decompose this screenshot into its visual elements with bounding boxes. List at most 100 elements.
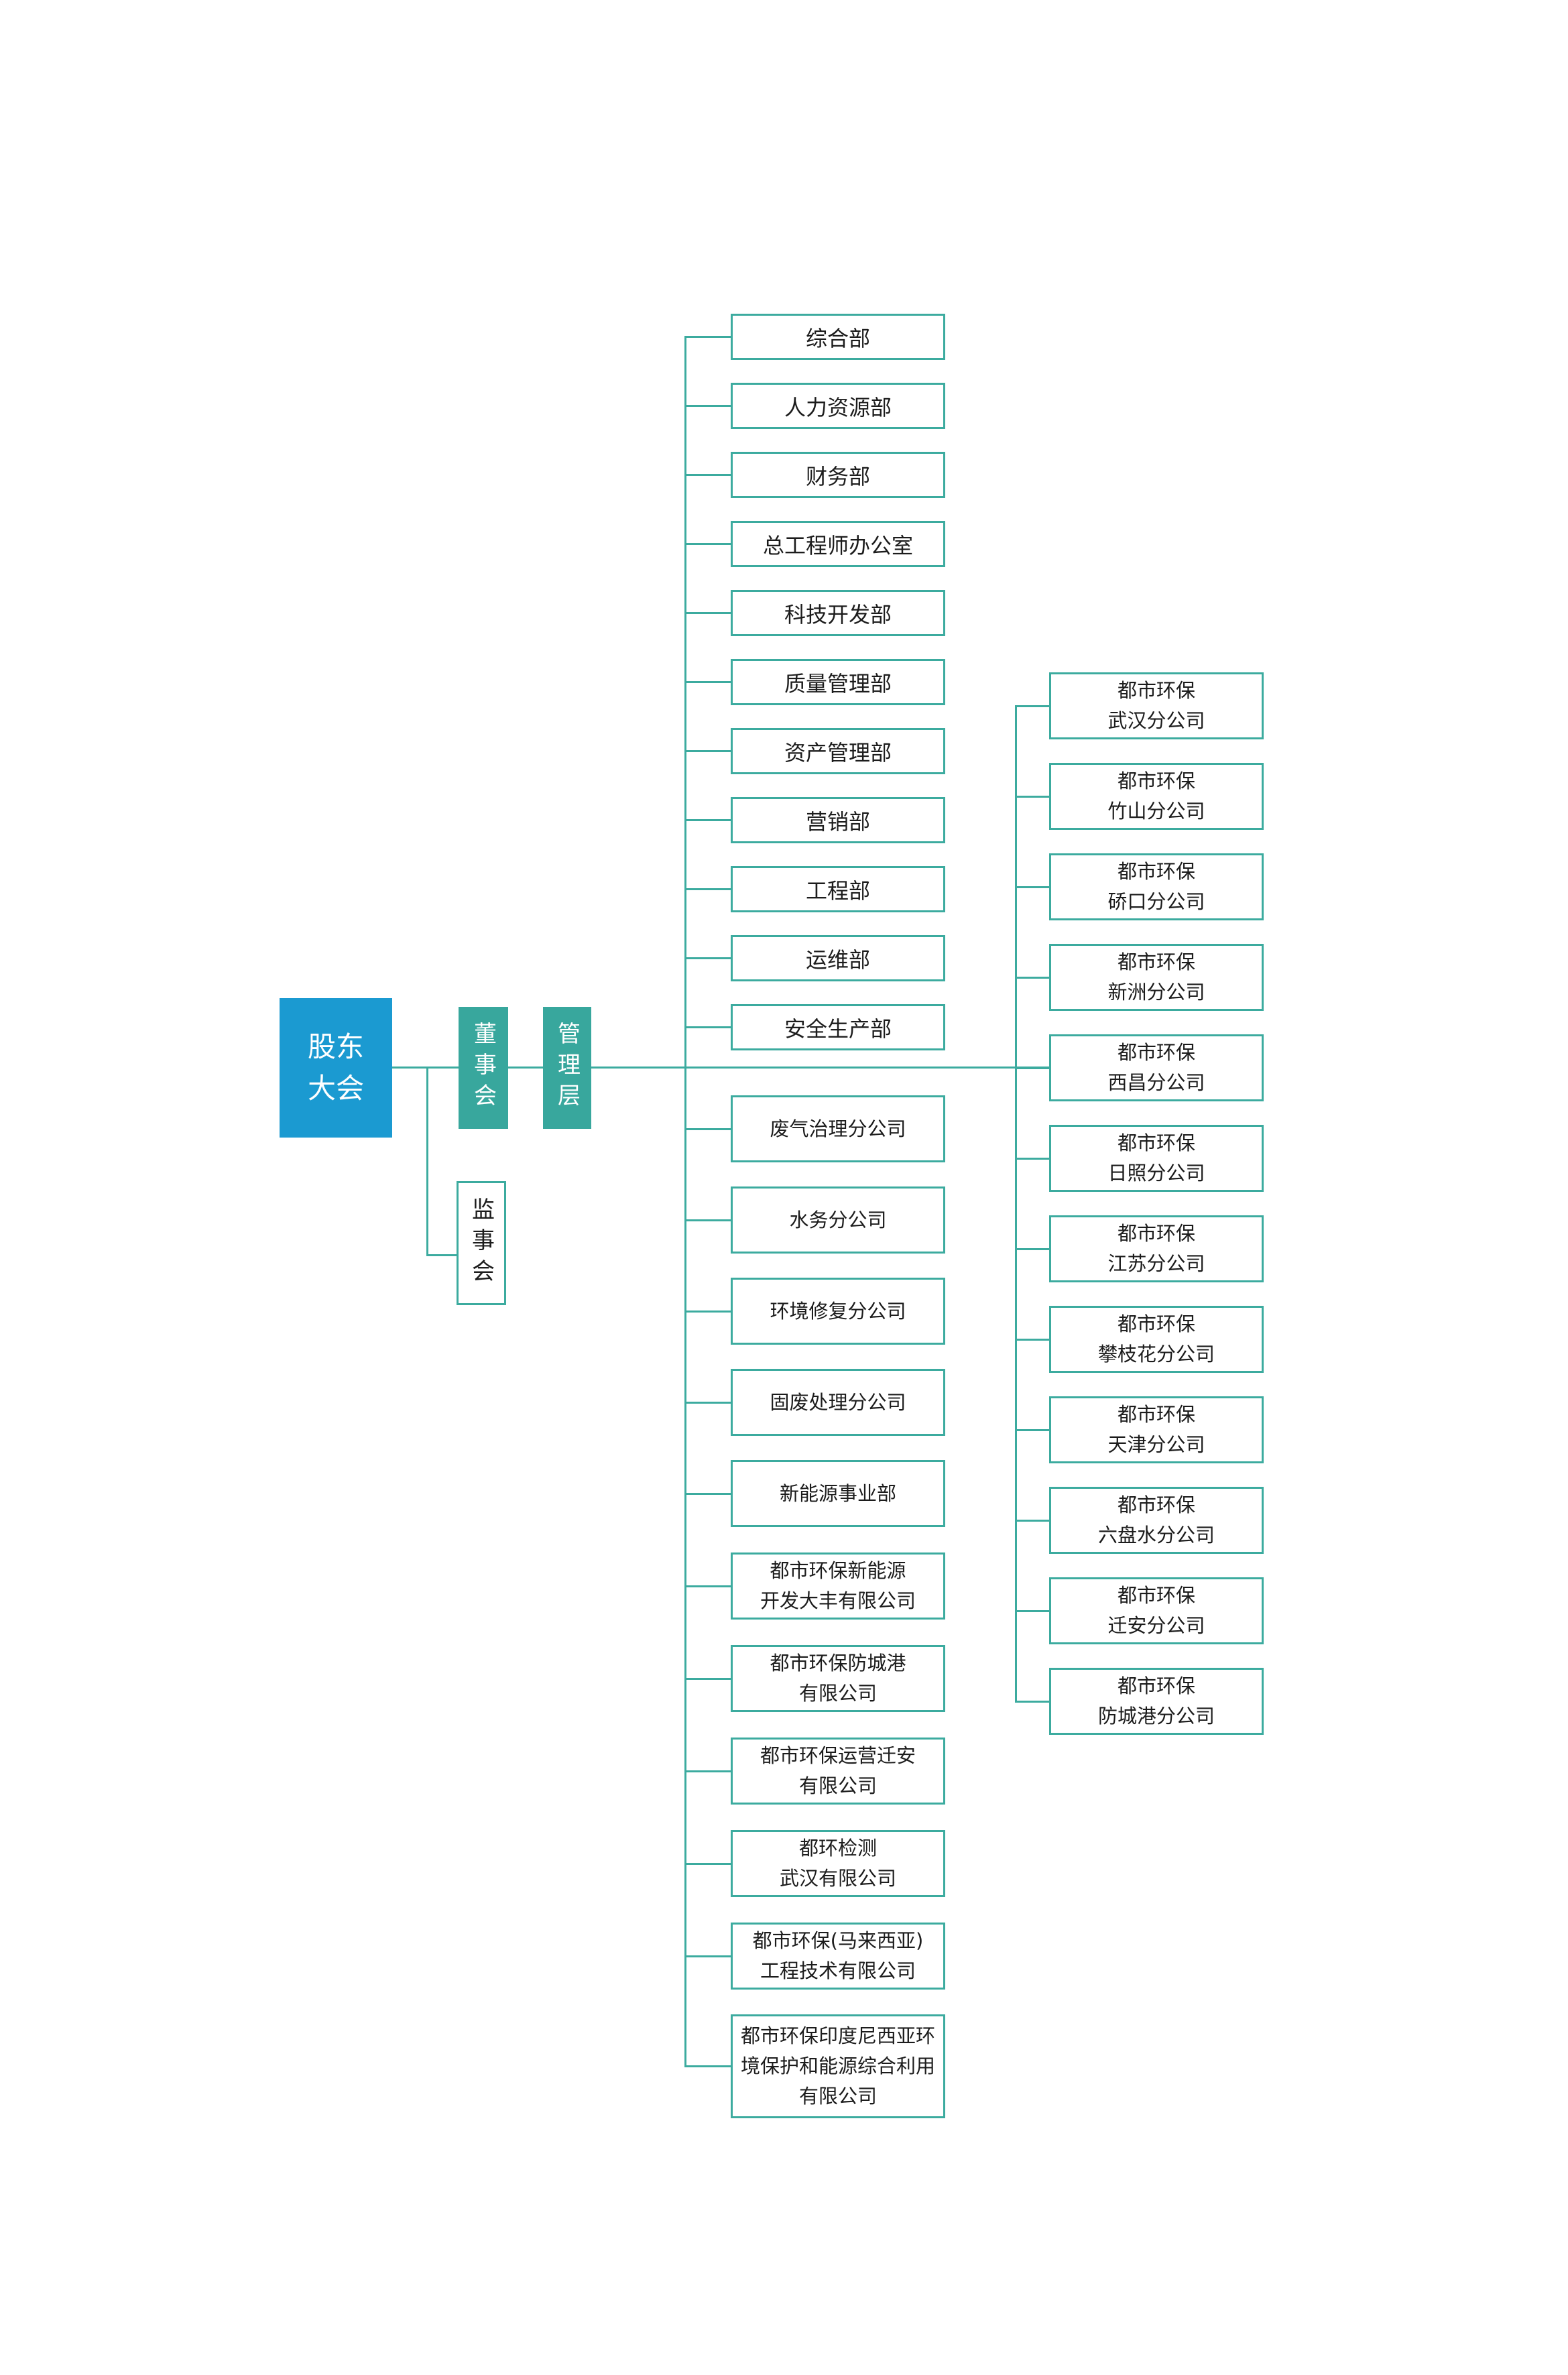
connector-stub [684, 336, 731, 338]
branch-label: 都市环保 武汉分公司 [1107, 679, 1205, 732]
connector-stub [684, 612, 731, 614]
subsidiary-box: 新能源事业部 [731, 1460, 945, 1527]
connector-stub [1015, 1248, 1049, 1250]
branch-label: 都市环保 六盘水分公司 [1097, 1494, 1215, 1546]
connector-stub [684, 888, 731, 890]
department-box: 运维部 [731, 935, 945, 981]
connector-middle-spine [684, 336, 686, 2067]
branch-label: 都市环保 天津分公司 [1107, 1403, 1205, 1456]
connector-branch-spine [1015, 705, 1017, 1703]
connector-stub [1015, 1429, 1049, 1431]
connector-stub [1015, 1067, 1049, 1069]
subsidiary-label: 都市环保(马来西亚) 工程技术有限公司 [752, 1929, 924, 1982]
connector-stub [1015, 1339, 1049, 1341]
department-box: 质量管理部 [731, 659, 945, 705]
branch-box: 都市环保 西昌分公司 [1049, 1034, 1264, 1101]
branch-label: 都市环保 防城港分公司 [1097, 1674, 1215, 1727]
subsidiary-box: 水务分公司 [731, 1186, 945, 1254]
connector-stub [1015, 1158, 1049, 1160]
subsidiary-label: 都市环保运营迁安 有限公司 [760, 1744, 916, 1797]
connector-stub [684, 1402, 731, 1404]
branch-box: 都市环保 新洲分公司 [1049, 944, 1264, 1011]
connector-stub [684, 1955, 731, 1957]
subsidiary-label: 都市环保防城港 有限公司 [770, 1652, 906, 1705]
branch-box: 都市环保 硚口分公司 [1049, 853, 1264, 920]
department-box: 安全生产部 [731, 1004, 945, 1050]
branch-label: 都市环保 江苏分公司 [1107, 1222, 1205, 1275]
department-label: 科技开发部 [784, 601, 892, 627]
department-label: 安全生产部 [784, 1016, 892, 1042]
connector-stub [684, 474, 731, 476]
branch-label: 都市环保 攀枝花分公司 [1097, 1313, 1215, 1365]
shareholders-meeting-label: 股东 大会 [307, 1030, 364, 1105]
department-box: 总工程师办公室 [731, 521, 945, 567]
subsidiary-label: 新能源事业部 [779, 1481, 896, 1505]
department-box: 工程部 [731, 866, 945, 912]
branch-box: 都市环保 竹山分公司 [1049, 763, 1264, 830]
connector-stub [684, 681, 731, 683]
subsidiary-box: 都市环保运营迁安 有限公司 [731, 1738, 945, 1805]
connector-stub [684, 1863, 731, 1865]
connector-stub [684, 1770, 731, 1772]
department-box: 营销部 [731, 797, 945, 843]
subsidiary-label: 都市环保印度尼西亚环 境保护和能源综合利用 有限公司 [740, 2024, 935, 2108]
department-label: 工程部 [805, 877, 870, 904]
department-label: 财务部 [805, 463, 870, 489]
department-label: 质量管理部 [784, 670, 892, 696]
connector-stub [684, 1128, 731, 1130]
board-of-directors-label: 董事会 [469, 1022, 497, 1114]
connector-stub [684, 1678, 731, 1680]
department-label: 营销部 [805, 808, 870, 835]
connector-stub [684, 543, 731, 545]
shareholders-meeting-box: 股东 大会 [280, 998, 392, 1138]
subsidiary-box: 都市环保(马来西亚) 工程技术有限公司 [731, 1923, 945, 1990]
connector-stub [1015, 705, 1049, 707]
connector-main-line [392, 1067, 1049, 1069]
supervisory-board-label: 监事会 [467, 1197, 495, 1290]
management-box: 管理层 [543, 1007, 591, 1129]
subsidiary-label: 环境修复分公司 [770, 1299, 906, 1323]
department-label: 人力资源部 [784, 394, 892, 420]
department-label: 综合部 [805, 325, 870, 351]
supervisory-board-box: 监事会 [457, 1181, 506, 1305]
subsidiary-label: 都市环保新能源 开发大丰有限公司 [760, 1559, 916, 1612]
branch-label: 都市环保 西昌分公司 [1107, 1041, 1205, 1094]
subsidiary-box: 都市环保防城港 有限公司 [731, 1645, 945, 1712]
subsidiary-box: 都环检测 武汉有限公司 [731, 1830, 945, 1897]
connector-stub [1015, 796, 1049, 798]
department-label: 资产管理部 [784, 739, 892, 766]
connector-supervisory-vline [426, 1067, 428, 1256]
connector-stub [1015, 1701, 1049, 1703]
branch-box: 都市环保 天津分公司 [1049, 1396, 1264, 1463]
connector-supervisory-hline [426, 1254, 457, 1256]
department-box: 科技开发部 [731, 590, 945, 636]
connector-stub [684, 1311, 731, 1313]
connector-stub [1015, 1520, 1049, 1522]
subsidiary-label: 废气治理分公司 [770, 1117, 906, 1140]
branch-box: 都市环保 江苏分公司 [1049, 1215, 1264, 1282]
department-box: 综合部 [731, 314, 945, 360]
department-label: 运维部 [805, 947, 870, 973]
branch-label: 都市环保 硚口分公司 [1107, 860, 1205, 913]
connector-stub [684, 819, 731, 821]
management-label: 管理层 [553, 1022, 581, 1114]
branch-label: 都市环保 新洲分公司 [1107, 951, 1205, 1003]
branch-box: 都市环保 攀枝花分公司 [1049, 1306, 1264, 1373]
branch-box: 都市环保 迁安分公司 [1049, 1577, 1264, 1644]
branch-label: 都市环保 日照分公司 [1107, 1132, 1205, 1184]
branch-box: 都市环保 六盘水分公司 [1049, 1487, 1264, 1554]
board-of-directors-box: 董事会 [459, 1007, 508, 1129]
department-label: 总工程师办公室 [762, 532, 913, 558]
subsidiary-box: 都市环保印度尼西亚环 境保护和能源综合利用 有限公司 [731, 2014, 945, 2118]
connector-stub [1015, 886, 1049, 888]
connector-stub [1015, 977, 1049, 979]
connector-stub [684, 750, 731, 752]
department-box: 人力资源部 [731, 383, 945, 429]
department-box: 资产管理部 [731, 728, 945, 774]
connector-stub [1015, 1610, 1049, 1612]
subsidiary-box: 固废处理分公司 [731, 1369, 945, 1436]
department-box: 财务部 [731, 452, 945, 498]
subsidiary-box: 都市环保新能源 开发大丰有限公司 [731, 1552, 945, 1620]
connector-stub [684, 1585, 731, 1587]
